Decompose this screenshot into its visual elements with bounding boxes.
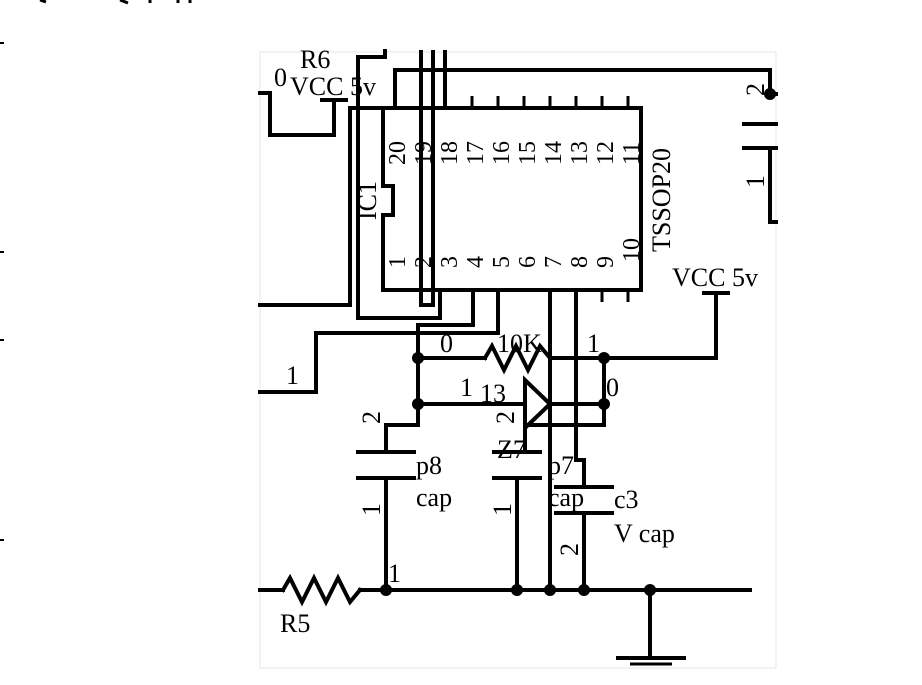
- ic1-pin-7: 7: [541, 256, 567, 268]
- p8-pin-2-label: 2: [357, 411, 386, 424]
- resistor-r5: [280, 573, 363, 607]
- ic1-pin-10: 10: [619, 238, 645, 262]
- r6-label: R6: [300, 45, 330, 74]
- ic1-pin-14: 14: [541, 141, 567, 165]
- vcc-right-label: VCC 5v: [672, 263, 758, 292]
- ic1-top-pin-stubs: [470, 96, 630, 108]
- p7-value-label: cap: [548, 483, 584, 512]
- p8-value-label: cap: [416, 483, 452, 512]
- capacitor-c3: [554, 485, 614, 515]
- wires: [258, 49, 778, 666]
- ic1-pin-4: 4: [463, 256, 489, 268]
- ic1-package-label: TSSOP20: [647, 148, 676, 252]
- junction-dot: [644, 584, 656, 596]
- junction-dot: [544, 584, 556, 596]
- left-margin-ticks: [0, 0, 192, 541]
- junction-dot: [598, 398, 610, 410]
- z7-cap-pin-1-label: 1: [488, 503, 517, 516]
- ic1-pin-8: 8: [567, 256, 593, 268]
- junction-dot: [598, 352, 610, 364]
- junction-dot: [578, 584, 590, 596]
- junction-dot: [412, 398, 424, 410]
- ic1-pin-12: 12: [593, 141, 619, 165]
- c3-value-label: V cap: [614, 519, 675, 548]
- resistor-10k-value-label: 10K: [497, 329, 542, 358]
- labels: R6 0 VCC 5v VCC 5v 2 1 1 0 10K 1 1 13 0 …: [274, 45, 770, 638]
- ic1-pin-15: 15: [515, 141, 541, 165]
- p7-name-label: p7: [548, 451, 574, 480]
- resistor-10k-pin-0-label: 0: [440, 329, 453, 358]
- connector-pin-2-label: 2: [741, 83, 770, 96]
- resistor-10k: [482, 341, 553, 375]
- ic1-pin-9: 9: [593, 256, 619, 268]
- capacitor-z7: [492, 450, 542, 480]
- ic1-pin-20: 20: [385, 141, 411, 165]
- connector-pin-1-label: 1: [741, 175, 770, 188]
- z7-pin-1-label: 1: [460, 373, 473, 402]
- junction-dot: [764, 88, 776, 100]
- z7-pin-2-label: 2: [491, 411, 520, 424]
- ic1-pin-17: 17: [463, 141, 489, 165]
- r6-pin-label: 0: [274, 63, 287, 92]
- z7-pin-0-label: 0: [606, 373, 619, 402]
- ic1-pin-5: 5: [489, 256, 515, 268]
- p8-name-label: p8: [416, 451, 442, 480]
- vcc-top-label: VCC 5v: [290, 72, 376, 101]
- junction-dots: [380, 88, 776, 596]
- c3-name-label: c3: [614, 485, 639, 514]
- ic1-pin-16: 16: [489, 141, 515, 165]
- z7-name-label: Z7: [497, 435, 526, 464]
- ic1-pin-13: 13: [567, 141, 593, 165]
- diode-z7: [523, 375, 553, 433]
- ic1-pin-1: 1: [385, 256, 411, 268]
- junction-dot: [380, 584, 392, 596]
- left-pin-1-label: 1: [286, 361, 299, 390]
- ic1-pin-2: 2: [411, 256, 437, 268]
- ic1-bottom-pin-stubs: [600, 290, 630, 302]
- r5-pin-1-label: 1: [388, 559, 401, 588]
- junction-dot: [511, 584, 523, 596]
- ic1-pin-6: 6: [515, 256, 541, 268]
- z7-number-label: 13: [480, 379, 506, 408]
- ic1-pin-18: 18: [437, 141, 463, 165]
- capacitor-p8: [356, 450, 416, 480]
- junction-dot: [412, 352, 424, 364]
- resistor-10k-pin-1-label: 1: [587, 329, 600, 358]
- r5-name-label: R5: [280, 609, 310, 638]
- p8-pin-1-label: 1: [357, 503, 386, 516]
- ic1-pin-11: 11: [619, 142, 645, 165]
- ic1-body: [381, 106, 643, 292]
- ic1-pin-3: 3: [437, 256, 463, 268]
- c3-pin-2-label: 2: [555, 543, 584, 556]
